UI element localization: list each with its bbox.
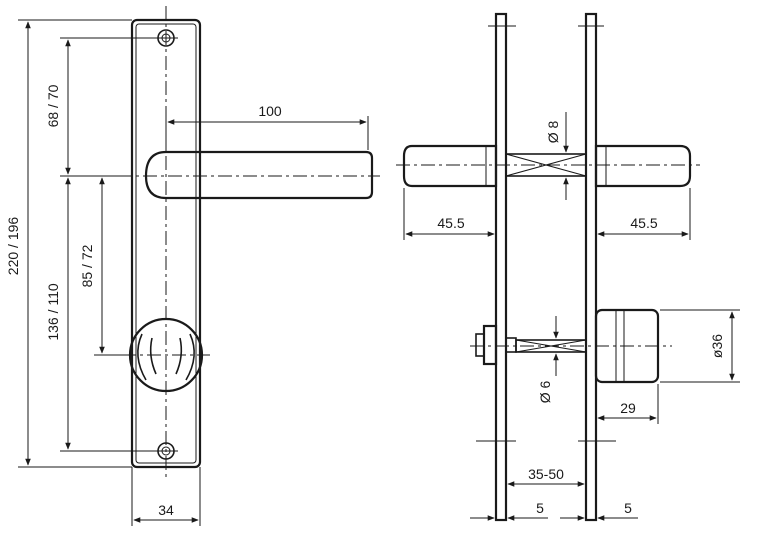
thumb-turn-section [475,324,587,366]
dim-lever-depth-right-label: 45.5 [630,215,657,231]
dim-plate-thickness-left-label: 5 [536,500,544,516]
dim-lever-length: 100 [165,103,369,150]
dim-plate-thickness-right-label: 5 [624,500,632,516]
dim-plate-width: 34 [131,467,201,526]
dim-door-thickness-label: 35-50 [528,466,564,482]
dim-lever-length-label: 100 [258,103,282,119]
left-plate-section [494,12,508,522]
dim-door-thickness: 35-50 [507,466,585,487]
dim-small-spindle-diameter-label: Ø 6 [537,381,553,404]
left-lever-section [402,144,498,188]
dim-lever-to-knob: 85 / 72 [79,177,130,356]
turn-knob [122,317,210,393]
dim-plate-width-label: 34 [158,502,174,518]
dim-plate-thickness-left: 5 [470,500,548,521]
dim-spindle-diameter-label: Ø 8 [545,121,561,144]
side-view: 45.5 45.5 Ø 8 Ø 6 ø36 [396,12,740,522]
dim-lever-to-bottom: 136 / 110 [45,177,158,452]
dim-cylinder-diameter: ø36 [660,309,740,383]
dim-lever-to-knob-label: 85 / 72 [79,244,95,287]
dim-top-to-lever-label: 68 / 70 [45,84,61,127]
dim-cylinder-diameter-label: ø36 [709,334,725,358]
dim-total-height-label: 220 / 196 [5,217,21,276]
right-plate-section [584,12,598,522]
dim-lever-depth-left-label: 45.5 [437,215,464,231]
dim-lever-depth-left: 45.5 [403,188,495,240]
dim-small-spindle-diameter: Ø 6 [537,316,559,404]
dim-lever-to-bottom-label: 136 / 110 [45,283,61,341]
dim-plate-thickness-right: 5 [560,500,638,521]
dim-top-to-lever: 68 / 70 [45,37,158,177]
dim-cylinder-depth: 29 [597,384,659,424]
dim-lever-depth-right: 45.5 [597,188,691,240]
front-view: 220 / 196 68 / 70 136 / 110 85 / 72 34 [5,6,380,526]
dim-spindle-diameter: Ø 8 [545,112,580,200]
lever-handle [118,150,380,200]
dim-total-height: 220 / 196 [5,19,132,468]
dim-cylinder-depth-label: 29 [620,400,636,416]
right-lever-section [594,144,692,188]
